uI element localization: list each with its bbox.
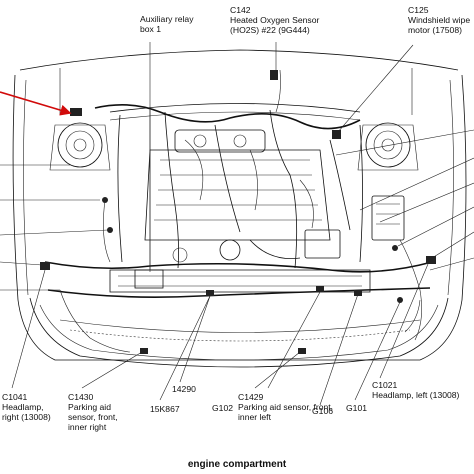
callout-c1041-line3: right (13008) <box>2 412 51 422</box>
callout-c125: C125 Windshield wipe motor (17508) <box>408 5 470 35</box>
strut-tower-left <box>357 122 419 171</box>
callout-c125-line1: C125 <box>408 5 429 15</box>
callout-c1041-line2: Headlamp, <box>2 402 44 412</box>
callout-g102: G102 <box>212 403 233 413</box>
diagram-caption: engine compartment <box>187 459 287 470</box>
callout-c1021-line2: Headlamp, left (13008) <box>372 390 460 400</box>
callout-15k867: 15K867 <box>150 404 180 414</box>
radiator-support <box>109 269 371 293</box>
callout-c1430: C1430 Parking aid sensor, front, inner r… <box>68 392 118 432</box>
callout-c1429-line3: inner left <box>238 412 271 422</box>
callout-c1021: C1021 Headlamp, left (13008) <box>372 380 459 400</box>
callout-c1430-line2: Parking aid <box>68 402 111 412</box>
callout-c142-line2: Heated Oxygen Sensor <box>230 15 320 25</box>
callout-c1041: C1041 Headlamp, right (13008) <box>2 392 51 422</box>
callout-c1430-line3: sensor, front, <box>68 412 118 422</box>
leader-lines <box>0 42 474 406</box>
callout-aux-relay-line2: box 1 <box>140 24 162 34</box>
callout-g102-line1: G102 <box>212 403 234 413</box>
vehicle-body-outline <box>12 49 467 368</box>
callout-c1429: C1429 Parking aid sensor, front, inner l… <box>238 392 333 422</box>
callout-c142: C142 Heated Oxygen Sensor (HO2S) #22 (9G… <box>230 5 319 35</box>
auxiliary-relay-box <box>134 269 164 289</box>
callout-g101: G101 <box>346 403 367 413</box>
callout-c1429-line2: Parking aid sensor, front, <box>238 402 334 412</box>
callout-c1430-line4: inner right <box>68 422 107 432</box>
callout-g101-line1: G101 <box>346 403 368 413</box>
callout-c142-line1: C142 <box>230 5 251 15</box>
engine-block <box>144 129 341 263</box>
cowl <box>109 103 361 121</box>
callout-c1430-line1: C1430 <box>68 392 94 402</box>
callout-c1021-line1: C1021 <box>372 380 398 390</box>
callout-c1041-line1: C1041 <box>2 392 28 402</box>
callout-c1429-line1: C1429 <box>238 392 264 402</box>
strut-tower-right <box>49 122 111 171</box>
callout-g106-line1: G106 <box>312 406 334 416</box>
callout-c125-line3: motor (17508) <box>408 25 462 35</box>
callout-15k867-line1: 15K867 <box>150 404 180 414</box>
callout-14290-line1: 14290 <box>172 384 196 394</box>
callout-c125-line2: Windshield wipe <box>408 15 471 25</box>
callout-g106: G106 <box>312 406 333 416</box>
red-pointer-arrow <box>0 91 72 116</box>
battery-box <box>371 195 405 241</box>
callout-aux-relay-line1: Auxiliary relay <box>140 14 194 24</box>
callout-14290: 14290 <box>172 384 196 394</box>
callout-c142-line3: (HO2S) #22 (9G444) <box>230 25 310 35</box>
connectors <box>40 70 436 354</box>
callout-aux-relay-box: Auxiliary relay box 1 <box>140 14 194 34</box>
